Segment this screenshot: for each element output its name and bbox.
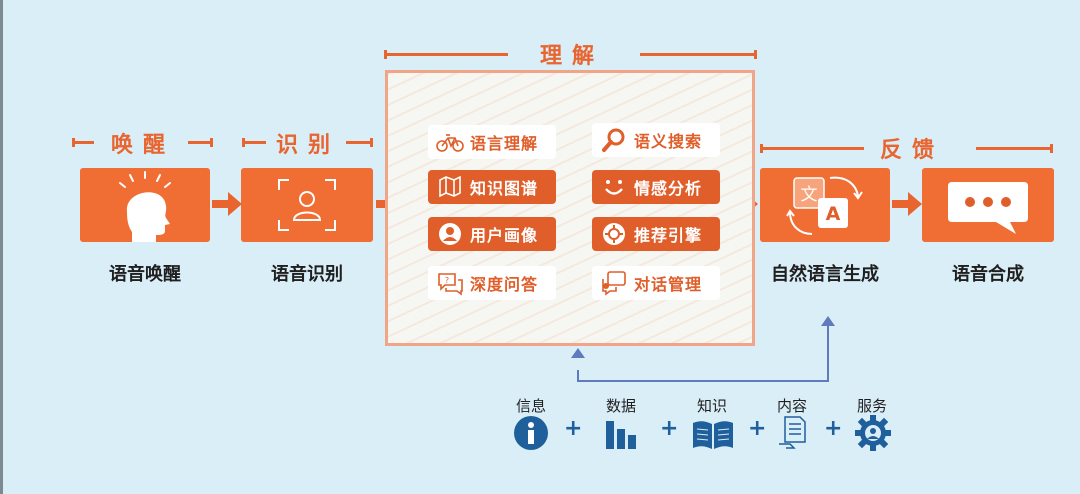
resource-label-knowledge: 知识 <box>696 397 727 415</box>
wake-tick-right <box>210 138 213 147</box>
plus-sign: + <box>564 416 583 441</box>
tag-label: 深度问答 <box>470 275 539 294</box>
user-circle-icon <box>434 220 466 248</box>
service-gear-icon <box>855 415 891 451</box>
info-icon <box>514 416 548 450</box>
tag-user-profile: 用户画像 <box>428 217 556 251</box>
svg-text:?: ? <box>445 276 449 285</box>
tag-label: 知识图谱 <box>470 179 539 198</box>
recognize-line-right <box>346 141 372 144</box>
translate-icon: 文 A <box>786 176 863 235</box>
plus-sign: + <box>748 416 767 441</box>
feedback-tick-right <box>1050 144 1053 153</box>
arrow-nlg-to-tts <box>892 192 922 216</box>
chat-icon: ? <box>434 269 466 297</box>
tag-label: 情感分析 <box>634 179 703 198</box>
stage-label-nlg: 自然语言生成 <box>771 264 879 285</box>
resource-label-content: 内容 <box>776 397 807 415</box>
tag-recommendation-engine: 推荐引擎 <box>592 217 720 251</box>
nlg-stage-box: 文 A <box>760 168 890 242</box>
left-border <box>0 0 3 494</box>
tag-language-understanding: 语言理解 <box>428 125 556 159</box>
wake-line-left <box>72 141 94 144</box>
tag-label: 用户画像 <box>470 226 539 245</box>
tag-label: 对话管理 <box>634 275 703 294</box>
svg-text:文: 文 <box>801 185 818 205</box>
resource-label-service: 服务 <box>856 397 887 415</box>
face-scan-icon <box>278 179 336 231</box>
recognize-stage-box <box>241 168 373 242</box>
tag-deep-qa: ? 深度问答 <box>428 266 556 300</box>
tag-dialog-management: 对话管理 <box>592 266 720 300</box>
understanding-panel <box>385 70 755 346</box>
feedback-line-left <box>760 147 864 150</box>
tts-stage-box <box>922 168 1054 242</box>
engine-icon <box>598 220 630 248</box>
understand-line-left <box>384 53 508 56</box>
resource-feedback-connector <box>571 316 835 382</box>
tag-knowledge-graph: 知识图谱 <box>428 170 556 204</box>
section-title-wake: 唤醒 <box>110 133 175 158</box>
stage-label-recognize: 语音识别 <box>271 264 343 285</box>
recognize-tick-right <box>370 138 373 147</box>
tag-label: 推荐引擎 <box>634 226 703 245</box>
arrow-wake-to-recognize <box>212 192 242 216</box>
wake-line-right <box>188 141 212 144</box>
feedback-line-right <box>976 147 1052 150</box>
resource-label-info: 信息 <box>515 397 546 415</box>
section-title-feedback: 反馈 <box>879 138 944 163</box>
head-idea-icon <box>119 171 171 242</box>
document-icon <box>779 416 806 449</box>
understand-tick-right <box>754 50 757 59</box>
bar-chart-icon <box>606 421 636 449</box>
tag-label: 语言理解 <box>470 134 539 153</box>
plus-sign: + <box>824 416 843 441</box>
smile-icon <box>598 173 630 201</box>
wake-stage-box <box>80 168 210 242</box>
plus-sign: + <box>660 416 679 441</box>
stage-label-wake: 语音唤醒 <box>109 264 181 285</box>
resource-label-data: 数据 <box>605 397 636 415</box>
section-title-understand: 理解 <box>539 44 604 69</box>
magnifier-icon <box>598 126 630 154</box>
book-icon <box>693 421 733 449</box>
stage-label-tts: 语音合成 <box>952 264 1024 285</box>
speech-bubble-icon <box>948 182 1028 234</box>
dialog-manage-icon <box>598 269 630 297</box>
svg-text:A: A <box>826 203 841 225</box>
recognize-line-left <box>242 141 266 144</box>
map-icon <box>434 173 466 201</box>
tag-semantic-search: 语义搜索 <box>592 123 720 157</box>
section-title-recognize: 识别 <box>275 133 340 158</box>
tag-label: 语义搜索 <box>634 132 703 151</box>
bicycle-icon <box>434 128 466 156</box>
tag-sentiment-analysis: 情感分析 <box>592 170 720 204</box>
understand-line-right <box>640 53 756 56</box>
